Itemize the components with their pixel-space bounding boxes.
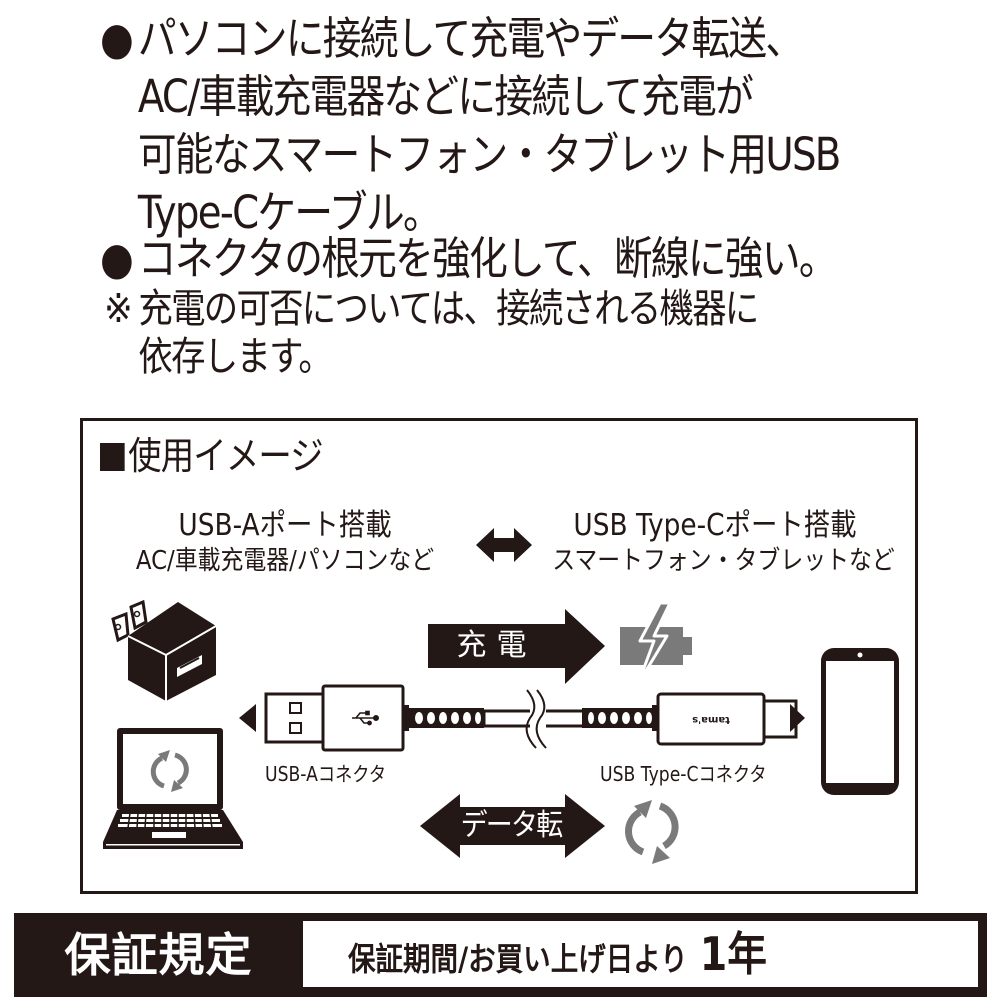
usb-a-connector-label: USB-Aコネクタ bbox=[265, 762, 387, 786]
sync-icon bbox=[625, 802, 679, 856]
cable bbox=[403, 689, 658, 749]
usage-title: 使用イメージ bbox=[100, 432, 324, 480]
data-transfer-label: データ転送 bbox=[460, 808, 564, 887]
sync-arrowhead bbox=[171, 780, 183, 792]
feature-1-line-4: Type-Cケーブル。 bbox=[137, 186, 442, 239]
charge-label: 充電 bbox=[456, 628, 537, 663]
warranty-info-box bbox=[303, 921, 978, 987]
feature-1-line-2: AC/車載充電器などに接続して充電が bbox=[137, 70, 754, 123]
smartphone-icon bbox=[821, 648, 899, 795]
usb-a-connector bbox=[264, 684, 405, 752]
charge-arrow bbox=[428, 609, 605, 684]
usb-c-connector: tama's bbox=[656, 692, 798, 746]
data-transfer-arrow bbox=[420, 794, 605, 858]
square-marker-icon bbox=[100, 443, 125, 471]
laptop-icon bbox=[103, 728, 243, 849]
battery-charging-icon bbox=[620, 601, 692, 686]
warranty-period-value: 1年 bbox=[699, 927, 767, 981]
brand-logo: tama's bbox=[692, 714, 730, 725]
sync-arrowhead bbox=[158, 750, 170, 762]
bidirectional-arrow-icon bbox=[476, 528, 532, 562]
usage-diagram-frame bbox=[80, 418, 918, 894]
feature-1-line-1: ●パソコンに接続して充電やデータ転送、 bbox=[100, 10, 804, 68]
note-line-2: 依存します。 bbox=[138, 334, 332, 380]
note-marker: ※ bbox=[104, 286, 133, 332]
note-line-1: ※充電の可否については、接続される機器に bbox=[104, 282, 759, 336]
right-arrowhead-icon bbox=[790, 704, 805, 732]
bullet-marker: ● bbox=[100, 12, 134, 65]
usb-a-port-label: USB-Aポート搭載 AC/車載充電器/パソコンなど bbox=[135, 508, 435, 576]
feature-2-line-1: ●コネクタの根元を強化して、断線に強い。 bbox=[100, 230, 838, 288]
usb-c-port-label: USB Type-Cポート搭載 スマートフォン・タブレットなど bbox=[552, 508, 895, 576]
feature-1-line-3: 可能なスマートフォン・タブレット用USB bbox=[137, 128, 842, 181]
left-arrowhead-icon bbox=[239, 704, 256, 732]
bullet-marker: ● bbox=[100, 232, 134, 285]
sync-icon bbox=[150, 752, 189, 789]
usb-symbol-icon bbox=[352, 710, 379, 726]
ac-charger-icon bbox=[111, 599, 217, 701]
usb-c-connector-label: USB Type-Cコネクタ bbox=[600, 762, 767, 786]
warranty-title: 保証規定 bbox=[64, 928, 253, 982]
